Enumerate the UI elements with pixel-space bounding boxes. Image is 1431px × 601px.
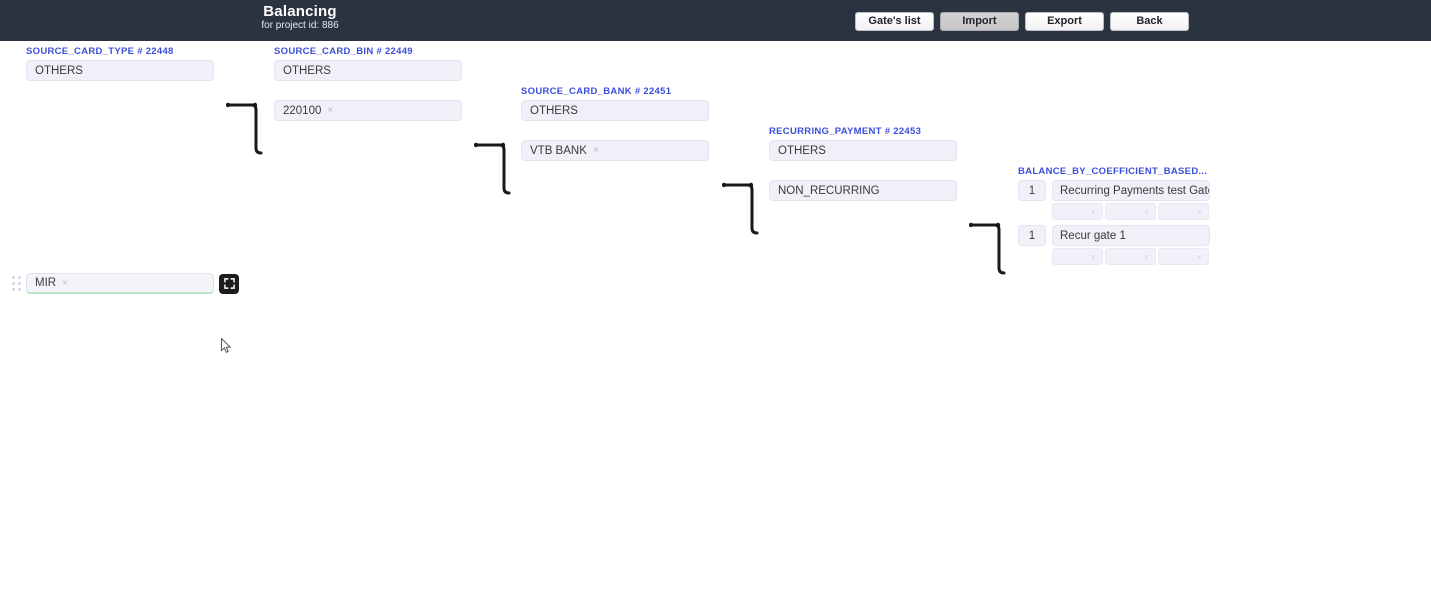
gate-column: Recur gate 1 × × × [1052, 225, 1210, 265]
balance-row: 1 Recurring Payments test Gate × × × [1018, 180, 1210, 220]
field-card-bank[interactable]: VTB BANK × [521, 140, 709, 161]
field-others[interactable]: OTHERS [769, 140, 957, 161]
import-button[interactable]: Import [940, 12, 1019, 31]
remove-chip-icon[interactable]: × [62, 277, 68, 289]
remove-slot-icon[interactable]: × [1196, 251, 1202, 262]
group-balance-by-coefficient: BALANCE_BY_COEFFICIENT_BASED... 1 Recurr… [1018, 166, 1210, 265]
field-mir[interactable]: MIR × [26, 273, 214, 294]
field-card-bin[interactable]: 220100 × [274, 100, 462, 121]
group-label: SOURCE_CARD_TYPE # 22448 [26, 46, 174, 57]
back-button[interactable]: Back [1110, 12, 1189, 31]
draggable-condition-row[interactable]: MIR × [10, 273, 239, 294]
field-value: 220100 [283, 104, 322, 117]
weight-input[interactable]: 1 [1018, 180, 1046, 201]
field-value: MIR [35, 277, 57, 289]
group-label: RECURRING_PAYMENT # 22453 [769, 126, 922, 137]
connector-1 [226, 101, 266, 159]
field-value: OTHERS [283, 64, 331, 77]
gate-name-field[interactable]: Recurring Payments test Gate [1052, 180, 1210, 201]
gates-list-button[interactable]: Gate's list [855, 12, 934, 31]
gate-slot[interactable]: × [1105, 248, 1156, 265]
gate-slot-row: × × × [1052, 248, 1210, 265]
field-non-recurring[interactable]: NON_RECURRING [769, 180, 957, 201]
balance-row: 1 Recur gate 1 × × × [1018, 225, 1210, 265]
gate-slot[interactable]: × [1158, 248, 1209, 265]
field-value: NON_RECURRING [778, 184, 880, 197]
gate-slot-row: × × × [1052, 203, 1210, 220]
gate-slot[interactable]: × [1052, 203, 1103, 220]
field-others[interactable]: OTHERS [521, 100, 709, 121]
field-value: OTHERS [35, 64, 83, 77]
group-label: BALANCE_BY_COEFFICIENT_BASED... [1018, 166, 1208, 177]
field-value: OTHERS [778, 144, 826, 157]
group-recurring-payment: RECURRING_PAYMENT # 22453 OTHERS NON_REC… [769, 126, 957, 201]
field-value: OTHERS [530, 104, 578, 117]
connector-4 [969, 221, 1009, 279]
expand-icon [223, 278, 235, 289]
group-source-card-type: SOURCE_CARD_TYPE # 22448 OTHERS [26, 46, 214, 81]
remove-slot-icon[interactable]: × [1143, 206, 1149, 217]
remove-chip-icon[interactable]: × [592, 145, 599, 156]
gate-column: Recurring Payments test Gate × × × [1052, 180, 1210, 220]
export-button[interactable]: Export [1025, 12, 1104, 31]
group-source-card-bin: SOURCE_CARD_BIN # 22449 OTHERS 220100 × [274, 46, 462, 121]
connector-2 [474, 141, 514, 199]
remove-slot-icon[interactable]: × [1196, 206, 1202, 217]
project-subtitle: for project id: 886 [261, 20, 339, 31]
gate-slot[interactable]: × [1105, 203, 1156, 220]
toolbar-buttons: Gate's list Import Export Back [855, 12, 1189, 31]
gate-name-field[interactable]: Recur gate 1 [1052, 225, 1210, 246]
drag-handle-icon[interactable] [10, 274, 22, 294]
app-title: Balancing [263, 3, 337, 20]
group-source-card-bank: SOURCE_CARD_BANK # 22451 OTHERS VTB BANK… [521, 86, 709, 161]
rules-canvas: SOURCE_CARD_TYPE # 22448 OTHERS SOURCE_C… [0, 41, 1431, 601]
remove-slot-icon[interactable]: × [1090, 206, 1096, 217]
group-label: SOURCE_CARD_BIN # 22449 [274, 46, 413, 57]
weight-input[interactable]: 1 [1018, 225, 1046, 246]
gate-slot[interactable]: × [1158, 203, 1209, 220]
top-bar: Balancing for project id: 886 Gate's lis… [0, 0, 1431, 41]
gate-slot[interactable]: × [1052, 248, 1103, 265]
connector-3 [722, 181, 762, 239]
remove-slot-icon[interactable]: × [1090, 251, 1096, 262]
field-others[interactable]: OTHERS [274, 60, 462, 81]
remove-slot-icon[interactable]: × [1143, 251, 1149, 262]
expand-button[interactable] [219, 273, 239, 294]
app-branding: Balancing for project id: 886 [0, 3, 600, 32]
group-label: SOURCE_CARD_BANK # 22451 [521, 86, 672, 97]
remove-chip-icon[interactable]: × [327, 105, 334, 116]
field-others[interactable]: OTHERS [26, 60, 214, 81]
field-value: VTB BANK [530, 144, 587, 157]
mouse-cursor [221, 337, 232, 359]
